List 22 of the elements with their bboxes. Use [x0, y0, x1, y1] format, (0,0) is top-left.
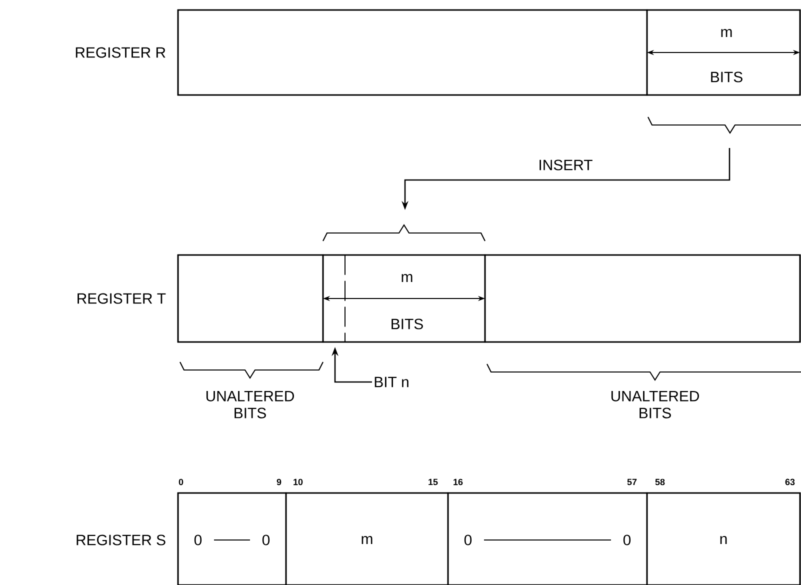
bit-number: 57 — [627, 478, 637, 486]
node-label: REGISTER R — [76, 47, 166, 58]
bit-number: 9 — [276, 478, 282, 486]
field-box: n — [646, 492, 801, 585]
node-label: UNALTERED BITS — [206, 390, 294, 418]
edge-label: INSERT — [537, 158, 594, 172]
field-box: m BITS — [322, 254, 486, 343]
node-label: REGISTER S — [76, 534, 166, 546]
bit-label: BIT n — [374, 376, 408, 388]
node-label: UNALTERED BITS — [611, 390, 699, 418]
node-label: REGISTER T — [78, 293, 166, 304]
field-box: m BITS — [646, 9, 801, 96]
field-box: UNALTERED BITS — [177, 254, 324, 418]
bit-number: 15 — [428, 478, 438, 486]
bit-number: 16 — [454, 478, 463, 486]
field-box: UNALTERED BITS — [484, 254, 801, 418]
field-box: m — [285, 492, 449, 585]
field-box: 0 0 — [177, 492, 287, 585]
bit-number: 10 — [294, 478, 303, 486]
bit-number: 58 — [655, 478, 665, 486]
field-box: 0 0 — [447, 492, 648, 585]
field-box — [177, 9, 648, 96]
